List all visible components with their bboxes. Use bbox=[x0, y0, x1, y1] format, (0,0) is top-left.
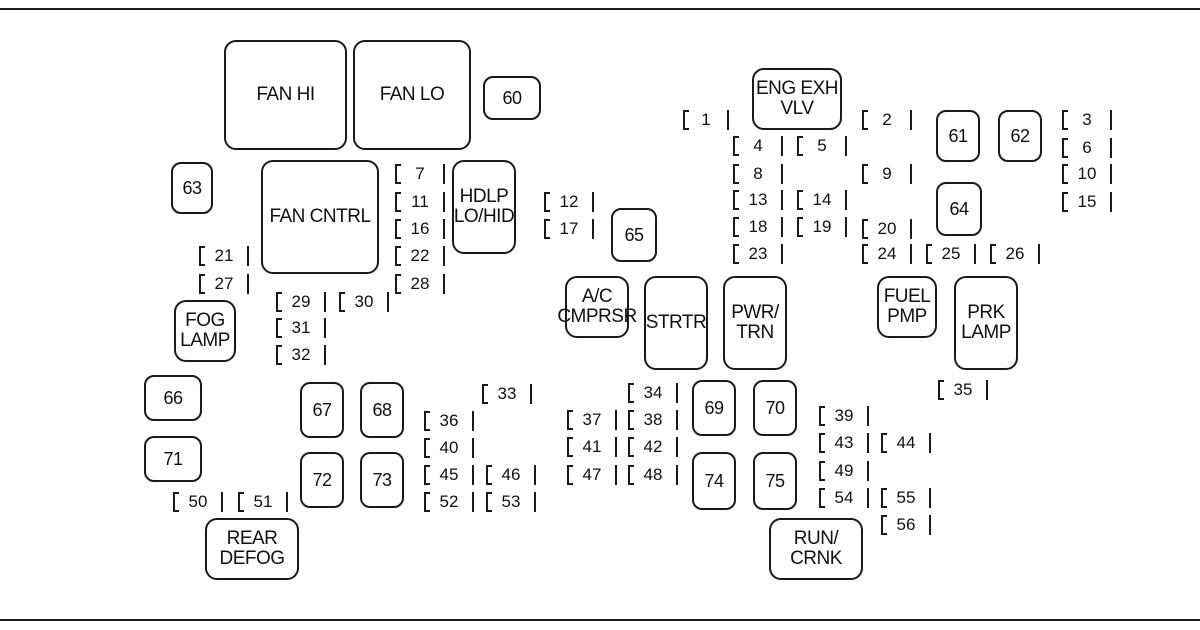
relay-71: 71 bbox=[144, 436, 202, 482]
relay-fan-lo: FAN LO bbox=[353, 40, 471, 150]
relay-63: 63 bbox=[171, 162, 213, 214]
fuse-14: 14 bbox=[797, 190, 847, 210]
fuse-40: 40 bbox=[424, 438, 474, 458]
fuse-52: 52 bbox=[424, 492, 474, 512]
relay-fog-lamp: FOG LAMP bbox=[174, 300, 236, 362]
fuse-37: 37 bbox=[567, 410, 617, 430]
fuse-22: 22 bbox=[395, 246, 445, 266]
fuse-11: 11 bbox=[395, 192, 445, 212]
fuse-5: 5 bbox=[797, 136, 847, 156]
fuse-21: 21 bbox=[199, 246, 249, 266]
relay-65: 65 bbox=[611, 208, 657, 262]
fuse-27: 27 bbox=[199, 274, 249, 294]
fuse-10: 10 bbox=[1062, 164, 1112, 184]
fuse-39: 39 bbox=[819, 406, 869, 426]
fuse-15: 15 bbox=[1062, 192, 1112, 212]
fuse-6: 6 bbox=[1062, 138, 1112, 158]
relay-fan-cntrl: FAN CNTRL bbox=[261, 160, 379, 274]
fuse-35: 35 bbox=[938, 380, 988, 400]
fuse-32: 32 bbox=[276, 345, 326, 365]
fuse-30: 30 bbox=[339, 292, 389, 312]
fuse-51: 51 bbox=[238, 492, 288, 512]
relay-72: 72 bbox=[300, 452, 344, 508]
bottom-border bbox=[0, 619, 1200, 621]
relay-strtr: STRTR bbox=[644, 276, 708, 370]
relay-74: 74 bbox=[692, 452, 736, 510]
fuse-53: 53 bbox=[486, 492, 536, 512]
relay-pwr-trn: PWR/ TRN bbox=[723, 276, 787, 370]
fuse-43: 43 bbox=[819, 433, 869, 453]
fuse-20: 20 bbox=[862, 219, 912, 239]
fuse-47: 47 bbox=[567, 465, 617, 485]
relay-73: 73 bbox=[360, 452, 404, 508]
fuse-23: 23 bbox=[733, 244, 783, 264]
relay-61: 61 bbox=[936, 110, 980, 162]
fuse-54: 54 bbox=[819, 488, 869, 508]
relay-fuel-pmp: FUEL PMP bbox=[877, 276, 937, 338]
fuse-1: 1 bbox=[683, 110, 729, 130]
fuse-42: 42 bbox=[628, 437, 678, 457]
fuse-4: 4 bbox=[733, 136, 783, 156]
fuse-56: 56 bbox=[881, 515, 931, 535]
relay-62: 62 bbox=[998, 110, 1042, 162]
fuse-18: 18 bbox=[733, 217, 783, 237]
fuse-3: 3 bbox=[1062, 110, 1112, 130]
fuse-2: 2 bbox=[862, 110, 912, 130]
fuse-55: 55 bbox=[881, 488, 931, 508]
fuse-19: 19 bbox=[797, 217, 847, 237]
relay-eng-exh-vlv: ENG EXH VLV bbox=[752, 68, 842, 130]
top-border bbox=[0, 8, 1200, 10]
relay-67: 67 bbox=[300, 382, 344, 438]
fuse-16: 16 bbox=[395, 219, 445, 239]
fuse-26: 26 bbox=[990, 244, 1040, 264]
relay-66: 66 bbox=[144, 375, 202, 421]
fuse-49: 49 bbox=[819, 461, 869, 481]
fuse-36: 36 bbox=[424, 411, 474, 431]
fuse-29: 29 bbox=[276, 292, 326, 312]
relay-70: 70 bbox=[753, 380, 797, 436]
fuse-41: 41 bbox=[567, 437, 617, 457]
fuse-13: 13 bbox=[733, 190, 783, 210]
fuse-50: 50 bbox=[173, 492, 223, 512]
relay-64: 64 bbox=[936, 182, 982, 236]
fuse-7: 7 bbox=[395, 164, 445, 184]
fuse-8: 8 bbox=[733, 164, 783, 184]
fuse-24: 24 bbox=[862, 244, 912, 264]
fuse-46: 46 bbox=[486, 465, 536, 485]
fuse-44: 44 bbox=[881, 433, 931, 453]
relay-69: 69 bbox=[692, 380, 736, 436]
fuse-17: 17 bbox=[544, 219, 594, 239]
relay-hdlp-lo-hid: HDLP LO/HID bbox=[452, 160, 516, 254]
relay-75: 75 bbox=[753, 452, 797, 510]
relay-rear-defog: REAR DEFOG bbox=[205, 518, 299, 580]
relay-68: 68 bbox=[360, 382, 404, 438]
relay-prk-lamp: PRK LAMP bbox=[954, 276, 1018, 370]
fuse-45: 45 bbox=[424, 465, 474, 485]
fuse-25: 25 bbox=[926, 244, 976, 264]
fuse-38: 38 bbox=[628, 410, 678, 430]
fuse-48: 48 bbox=[628, 465, 678, 485]
fuse-12: 12 bbox=[544, 192, 594, 212]
fuse-9: 9 bbox=[862, 164, 912, 184]
fuse-31: 31 bbox=[276, 318, 326, 338]
fuse-33: 33 bbox=[482, 384, 532, 404]
relay-fan-hi: FAN HI bbox=[224, 40, 347, 150]
relay-run-crnk: RUN/ CRNK bbox=[769, 518, 863, 580]
relay-ac-cmprsr: A/C CMPRSR bbox=[557, 276, 637, 338]
fuse-28: 28 bbox=[395, 274, 445, 294]
fuse-34: 34 bbox=[628, 383, 678, 403]
relay-60: 60 bbox=[483, 76, 541, 120]
